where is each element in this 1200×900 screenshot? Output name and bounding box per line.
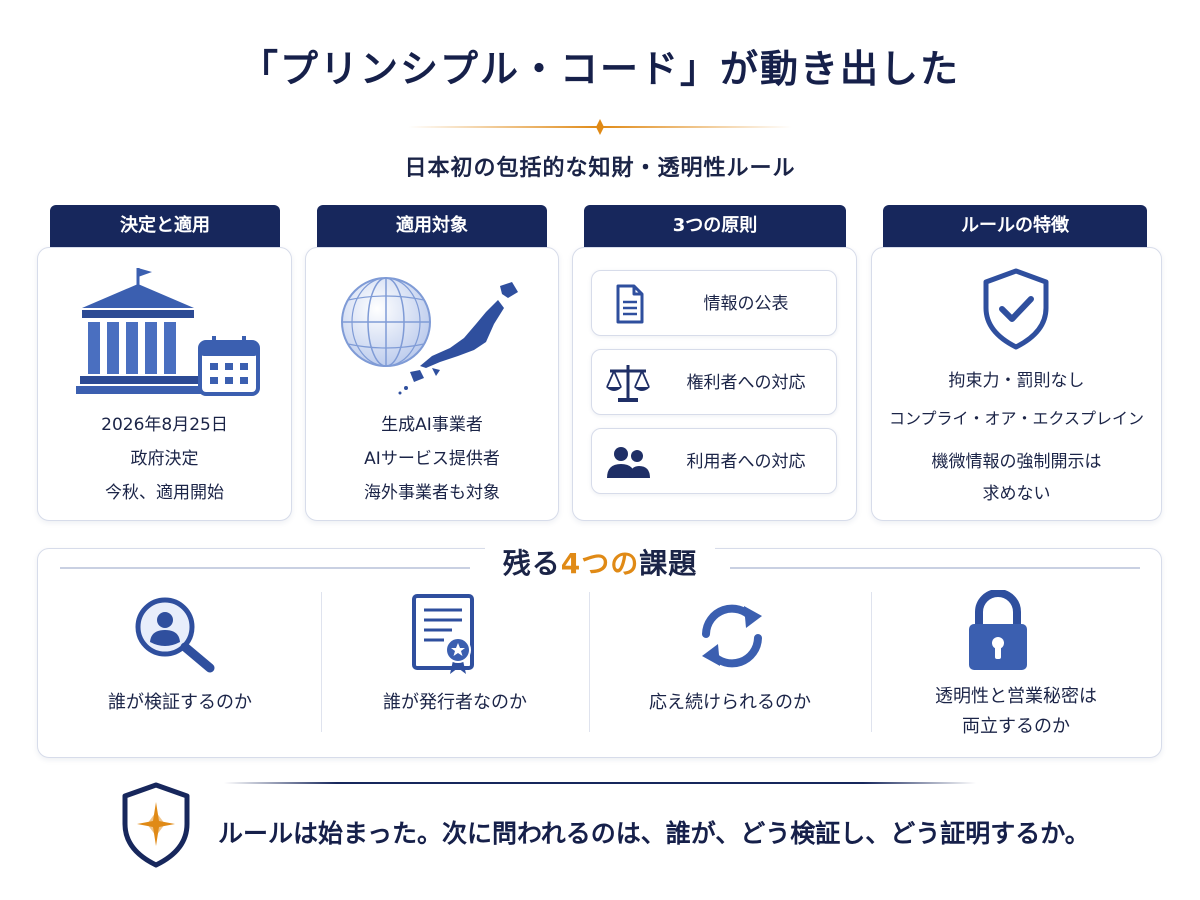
document-icon	[616, 284, 644, 324]
challenges-title-pre: 残る	[502, 547, 561, 580]
scales-icon	[606, 365, 650, 402]
column-divider	[321, 592, 322, 732]
feature-comply-or-explain: コンプライ・オア・エクスプレイン	[888, 409, 1145, 428]
principles-card-tab: 3つの原則	[584, 205, 846, 247]
principle-label: 権利者への対応	[686, 373, 806, 393]
principle-item: 権利者への対応	[591, 349, 837, 415]
scope-card-text: 生成AI事業者 AIサービス提供者 海外事業者も対象	[305, 408, 559, 510]
features-card-text: 拘束力・罰則なし コンプライ・オア・エクスプレイン 機微情報の強制開示は 求めな…	[871, 362, 1162, 510]
principles-card: 情報の公表 権利者への対応 利用者への対応	[572, 247, 857, 521]
title-divider	[408, 119, 792, 135]
principle-item: 情報の公表	[591, 270, 837, 336]
scope-overseas: 海外事業者も対象	[364, 483, 500, 503]
principle-label: 情報の公表	[703, 294, 789, 314]
challenge-label-line: 透明性と営業秘密は	[935, 686, 1097, 707]
challenge-label-line: 両立するのか	[962, 716, 1070, 737]
column-divider	[589, 592, 590, 732]
government-building-icon	[76, 268, 260, 396]
bottom-divider	[224, 782, 976, 784]
principle-label: 利用者への対応	[686, 452, 806, 472]
features-card-tab: ルールの特徴	[883, 205, 1147, 247]
certificate-icon	[412, 594, 474, 674]
feature-no-forced-disclosure: 機微情報の強制開示は	[931, 452, 1102, 472]
challenges-title-post: 課題	[639, 547, 698, 580]
challenges-title-wrap: 残る4つの課題	[0, 542, 1200, 582]
padlock-icon	[969, 590, 1027, 670]
scope-ai-service: AIサービス提供者	[364, 449, 500, 469]
shield-star-icon	[122, 782, 190, 868]
challenge-label-line: 誰が検証するのか	[108, 692, 252, 713]
shield-check-icon	[983, 268, 1049, 350]
challenges-title-line-right	[730, 567, 1140, 569]
challenges-title-accent: 4つの	[560, 547, 640, 580]
challenge-2-label: 誰が発行者なのか	[322, 688, 588, 718]
scope-card-tab: 適用対象	[317, 205, 547, 247]
scope-genai: 生成AI事業者	[381, 415, 483, 435]
decision-card-text: 2026年8月25日 政府決定 今秋、適用開始	[37, 408, 292, 510]
conclusion-text: ルールは始まった。次に問われるのは、誰が、どう検証し、どう証明するか。	[218, 819, 1090, 848]
challenge-label-line: 誰が発行者なのか	[383, 692, 527, 713]
principle-item: 利用者への対応	[591, 428, 837, 494]
globe-japan-icon	[341, 277, 518, 395]
challenge-label-line: 応え続けられるのか	[649, 692, 811, 713]
feature-no-forced-disclosure-2: 求めない	[982, 484, 1051, 504]
feature-no-penalty: 拘束力・罰則なし	[948, 371, 1085, 391]
decision-date: 2026年8月25日	[101, 415, 228, 435]
users-icon	[607, 447, 650, 478]
challenges-title: 残る4つの課題	[484, 542, 716, 582]
magnifier-person-icon	[135, 597, 215, 673]
refresh-cycle-icon	[702, 604, 762, 668]
calendar-icon	[198, 336, 260, 396]
challenge-3-label: 応え続けられるのか	[590, 688, 870, 718]
challenge-4-label: 透明性と営業秘密は 両立するのか	[872, 682, 1160, 742]
decision-card-tab: 決定と適用	[50, 205, 280, 247]
challenge-1-label: 誰が検証するのか	[50, 688, 310, 718]
page-title: 「プリンシプル・コード」が動き出した	[239, 47, 960, 91]
decision-start: 今秋、適用開始	[105, 483, 224, 503]
page-subtitle: 日本初の包括的な知財・透明性ルール	[404, 156, 796, 181]
column-divider	[871, 592, 872, 732]
challenges-title-line-left	[60, 567, 470, 569]
decision-body: 政府決定	[130, 449, 199, 469]
